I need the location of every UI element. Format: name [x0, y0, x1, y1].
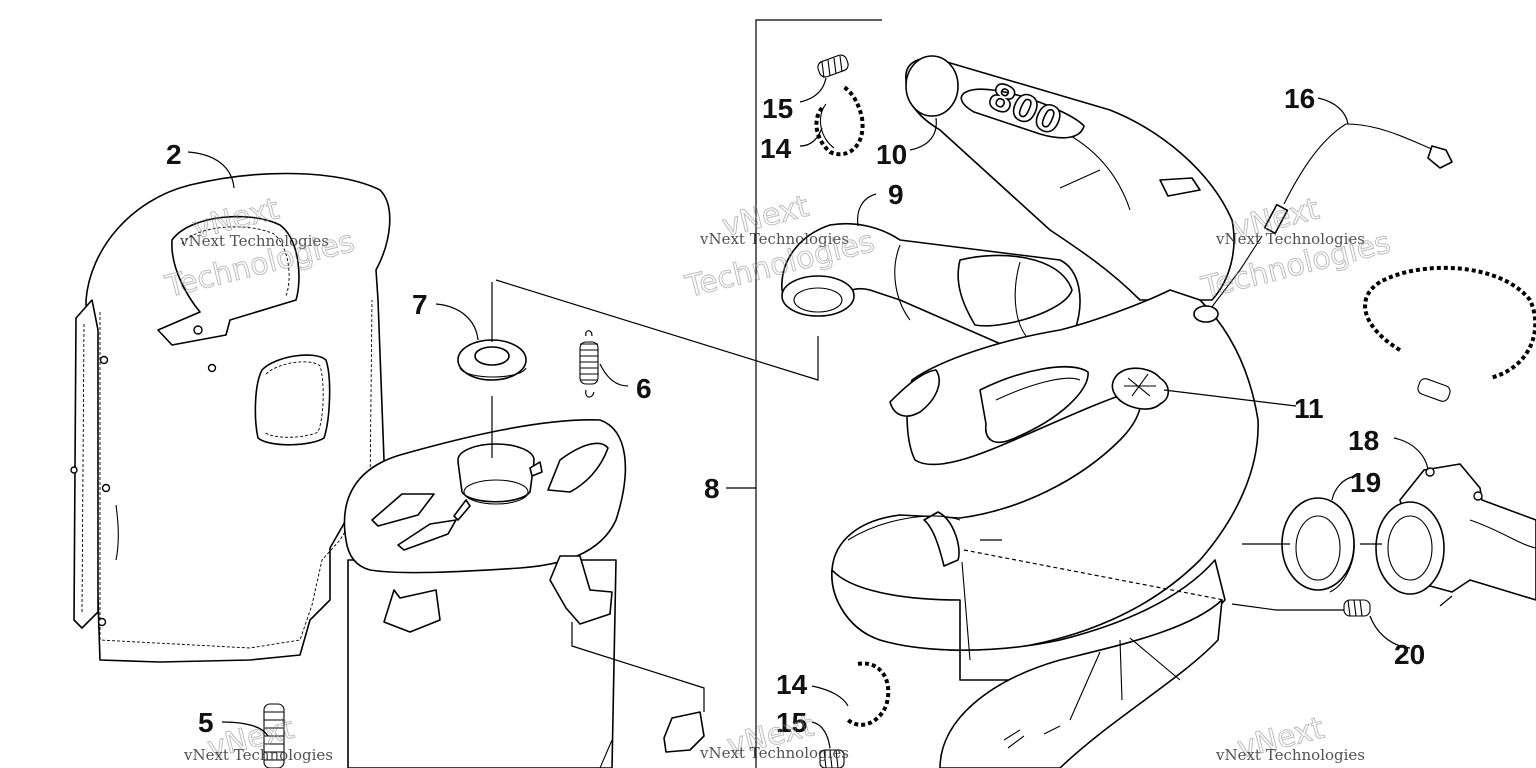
watermark-1: vNext vNext Technologies Technologies — [161, 191, 358, 306]
callout-8: 8 — [704, 473, 720, 504]
gasket-19-part[interactable] — [1281, 497, 1355, 593]
callout-7: 7 — [412, 289, 428, 320]
watermark-2-line: vNext Technologies — [699, 230, 849, 248]
spring-20-part[interactable] — [1343, 599, 1371, 617]
callout-2: 2 — [166, 139, 182, 170]
callout-9: 9 — [888, 179, 904, 210]
callout-5: 5 — [198, 707, 214, 738]
spring-15-top-part[interactable] — [816, 53, 850, 79]
callout-10: 10 — [876, 139, 907, 170]
flange-18-part[interactable] — [1375, 463, 1536, 601]
callout-19: 19 — [1350, 467, 1381, 498]
watermark-5: vNext vNext Technologies — [699, 708, 849, 764]
callout-18: 18 — [1348, 425, 1379, 456]
heat-shield-part[interactable] — [70, 172, 391, 663]
watermark-5-line: vNext Technologies — [699, 744, 849, 762]
grommet-part[interactable] — [457, 339, 527, 381]
callout-14-bottom: 14 — [776, 669, 808, 700]
clamp-14-top-part[interactable] — [814, 84, 865, 157]
callout-20: 20 — [1394, 639, 1425, 670]
emblem-800-text: 800 — [982, 75, 1067, 143]
clamp-14-bottom-part[interactable] — [846, 661, 891, 727]
emblem-800: 800 — [960, 75, 1085, 144]
watermark-6: vNext vNext Technologies — [1215, 710, 1365, 766]
assembly-bracket-line — [755, 19, 882, 768]
callout-16: 16 — [1284, 83, 1315, 114]
large-clamp-part[interactable] — [1363, 265, 1536, 403]
callout-15-bottom: 15 — [776, 707, 807, 738]
muffler-canister-part[interactable] — [343, 419, 705, 768]
watermark-3-line: vNext Technologies — [1215, 230, 1365, 248]
exhaust-elbow-part[interactable] — [781, 222, 1081, 349]
spring-15-bottom-part[interactable] — [819, 749, 845, 768]
expansion-chamber-part[interactable]: 800 — [831, 55, 1259, 768]
callout-14-top: 14 — [760, 133, 792, 164]
callout-15-top: 15 — [762, 93, 793, 124]
callout-11: 11 — [1294, 393, 1324, 424]
callout-labels: 2 5 6 7 8 9 10 11 14 14 15 15 16 18 19 2… — [166, 83, 1425, 738]
watermark-6-line: vNext Technologies — [1215, 746, 1365, 764]
watermark-1-line: vNext Technologies — [179, 232, 329, 250]
sensor-16-part[interactable] — [1193, 123, 1453, 323]
spring-6-part[interactable] — [579, 330, 599, 398]
watermark-4-line: vNext Technologies — [183, 746, 333, 764]
callout-6: 6 — [636, 373, 652, 404]
spring-5-part[interactable] — [263, 703, 285, 768]
leader-lines — [187, 77, 1453, 749]
